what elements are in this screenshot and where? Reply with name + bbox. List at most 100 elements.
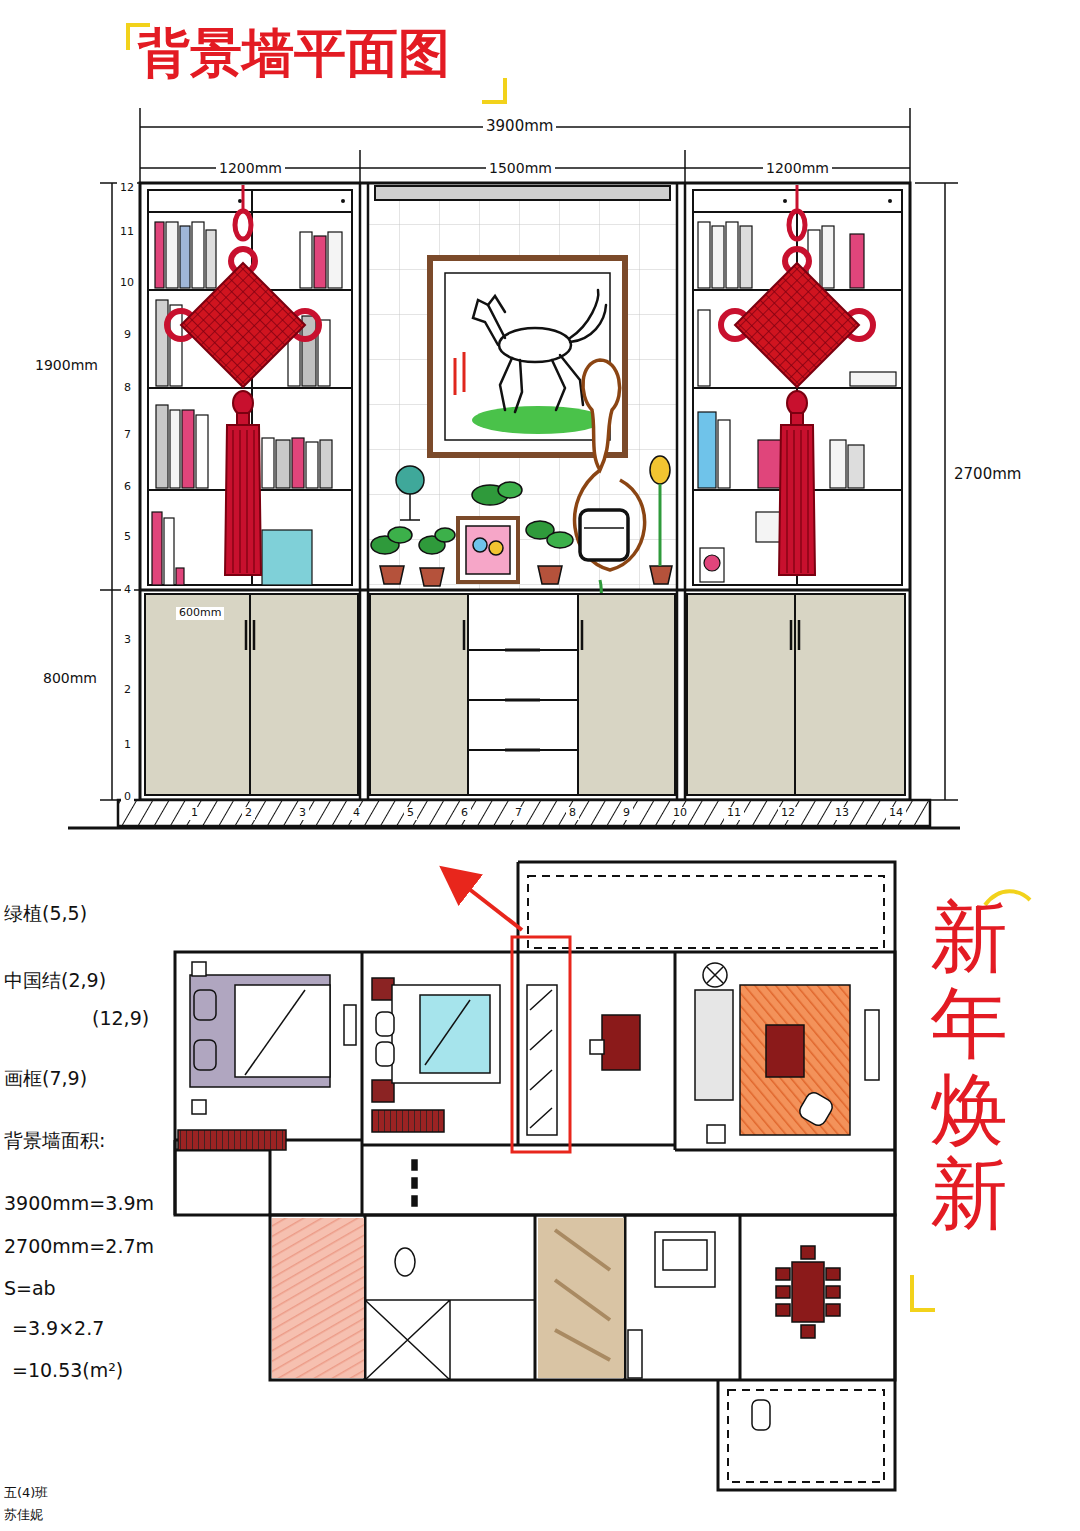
sketch-rect xyxy=(314,236,326,288)
dimension: 1500mm xyxy=(486,160,555,176)
grid-number: 9 xyxy=(620,807,633,820)
sketch-g xyxy=(528,876,884,1482)
sketch-path xyxy=(584,527,624,529)
sketch-rect xyxy=(328,232,342,288)
sketch-rect xyxy=(176,568,184,585)
sketch-path xyxy=(915,183,958,800)
sketch-rect xyxy=(420,995,490,1073)
sketch-rect xyxy=(164,518,174,585)
sketch-rect xyxy=(190,975,330,1087)
sketch-rect xyxy=(182,410,194,488)
sketch-rect xyxy=(458,518,518,582)
sketch-path xyxy=(140,589,910,592)
sketch-path xyxy=(249,594,251,795)
sketch-rect xyxy=(196,415,208,488)
sketch-rect xyxy=(468,594,578,795)
sketch-rect xyxy=(698,222,710,288)
grid-number: 8 xyxy=(566,807,579,820)
sketch-rect xyxy=(156,300,168,386)
sketch-rect xyxy=(766,1025,804,1077)
sketch-rect xyxy=(698,310,710,386)
name-signature: 苏佳妮 xyxy=(4,1508,43,1523)
dimension: 1200mm xyxy=(216,160,285,176)
sketch-path xyxy=(787,430,808,573)
sketch-ellipse xyxy=(388,527,412,543)
grid-number: 7 xyxy=(512,807,525,820)
sketch-rect xyxy=(372,978,394,1000)
grid-number: 7 xyxy=(121,429,134,442)
sketch-circle xyxy=(341,199,345,203)
grid-number: 10 xyxy=(670,807,690,820)
sketch-path xyxy=(425,1000,470,1065)
sketch-rect xyxy=(270,1215,895,1380)
sketch-rect xyxy=(801,1325,815,1338)
sketch-rect xyxy=(194,990,216,1020)
sketch-rect xyxy=(740,226,752,288)
sketch-g xyxy=(128,25,505,102)
sketch-path xyxy=(779,425,815,575)
sketch-path xyxy=(455,878,522,930)
grid-number: 5 xyxy=(404,807,417,820)
sketch-rect xyxy=(712,226,724,288)
sketch-ellipse xyxy=(498,482,522,498)
sketch-path xyxy=(659,484,662,566)
grid-number: 6 xyxy=(121,481,134,494)
sketch-rect xyxy=(206,230,216,288)
sketch-ellipse xyxy=(233,391,253,415)
sketch-rect xyxy=(580,510,628,560)
sketch-rect xyxy=(700,548,724,582)
dimension: 3900mm xyxy=(483,118,556,135)
grid-number: 11 xyxy=(117,226,137,239)
sketch-ellipse xyxy=(395,1248,415,1276)
grid-number: 6 xyxy=(458,807,471,820)
sketch-rect xyxy=(776,1304,790,1316)
sketch-rect xyxy=(194,1040,216,1070)
sketch-path xyxy=(518,862,895,1380)
sketch-path xyxy=(538,566,562,584)
note: =10.53(m²) xyxy=(12,1360,123,1382)
sketch-polygon xyxy=(735,263,859,387)
sketch-rect xyxy=(527,985,557,1135)
sketch-rect xyxy=(372,1110,444,1132)
sketch-path xyxy=(650,566,672,584)
sketch-path xyxy=(455,352,464,395)
dimension: 800mm xyxy=(43,670,97,686)
note: =3.9×2.7 xyxy=(12,1318,104,1340)
dimension: 600mm xyxy=(176,607,224,620)
sketch-rect xyxy=(628,1330,642,1378)
sketch-rect xyxy=(776,1286,790,1298)
sketch-rect xyxy=(320,440,332,488)
sketch-rect xyxy=(392,985,500,1083)
sketch-ellipse xyxy=(650,456,670,484)
sketch-path xyxy=(468,650,578,750)
sketch-rect xyxy=(528,876,884,948)
note: 2700mm=2.7m xyxy=(4,1236,154,1258)
sketch-rect xyxy=(152,512,162,585)
sketch-path xyxy=(488,296,505,312)
sketch-rect xyxy=(370,594,468,795)
sketch-rect xyxy=(826,1268,840,1280)
grid-number: 1 xyxy=(188,807,201,820)
class-signature: 五(4)班 xyxy=(4,1486,48,1501)
sketch-rect xyxy=(602,1015,640,1070)
dimension: 1900mm xyxy=(35,357,98,373)
sketch-ellipse xyxy=(435,528,455,542)
sketch-rect xyxy=(372,1080,394,1102)
sketch-circle xyxy=(396,466,424,494)
sketch-rect xyxy=(235,985,330,1077)
note: S=ab xyxy=(4,1278,56,1300)
sketch-rect xyxy=(180,226,190,288)
sketch-rect xyxy=(578,594,675,795)
sketch-path xyxy=(175,952,675,1215)
sketch-path xyxy=(100,183,140,800)
sketch-rect xyxy=(192,962,206,976)
sketch-path xyxy=(68,827,960,830)
sketch-rect xyxy=(412,1178,417,1188)
sketch-g xyxy=(145,594,905,795)
sketch-rect xyxy=(145,594,358,795)
sketch-rect xyxy=(155,222,164,288)
sketch-rect xyxy=(375,186,670,200)
grid-number: 5 xyxy=(121,531,134,544)
